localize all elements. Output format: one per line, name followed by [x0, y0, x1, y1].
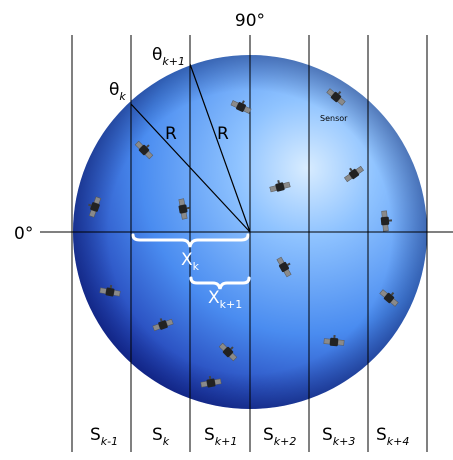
theta-k-label: θk — [109, 80, 126, 103]
strip-label: Sk+4 — [376, 425, 409, 448]
radius-label-1: R — [165, 124, 177, 144]
radius-line-k1 — [189, 63, 251, 233]
strip-label: Sk+2 — [263, 425, 296, 448]
x-k-label: Xk — [181, 250, 200, 273]
strip-labels: Sk-1 Sk Sk+1 Sk+2 Sk+3 Sk+4 — [90, 425, 409, 448]
x-k1-label: Xk+1 — [208, 288, 242, 311]
radius-line-k — [130, 103, 251, 233]
brace-xk — [131, 233, 250, 248]
sensor-label: Sensor — [320, 114, 348, 123]
theta-k1-label: θk+1 — [152, 45, 185, 68]
strip-label: Sk — [152, 425, 170, 448]
brace-xk1 — [189, 276, 251, 290]
strip-label: Sk+1 — [204, 425, 237, 448]
angle-0-label: 0° — [14, 224, 33, 244]
radius-label-2: R — [217, 124, 229, 144]
strip-label: Sk-1 — [90, 425, 118, 448]
angle-90-label: 90° — [235, 11, 265, 31]
strip-label: Sk+3 — [322, 425, 355, 448]
